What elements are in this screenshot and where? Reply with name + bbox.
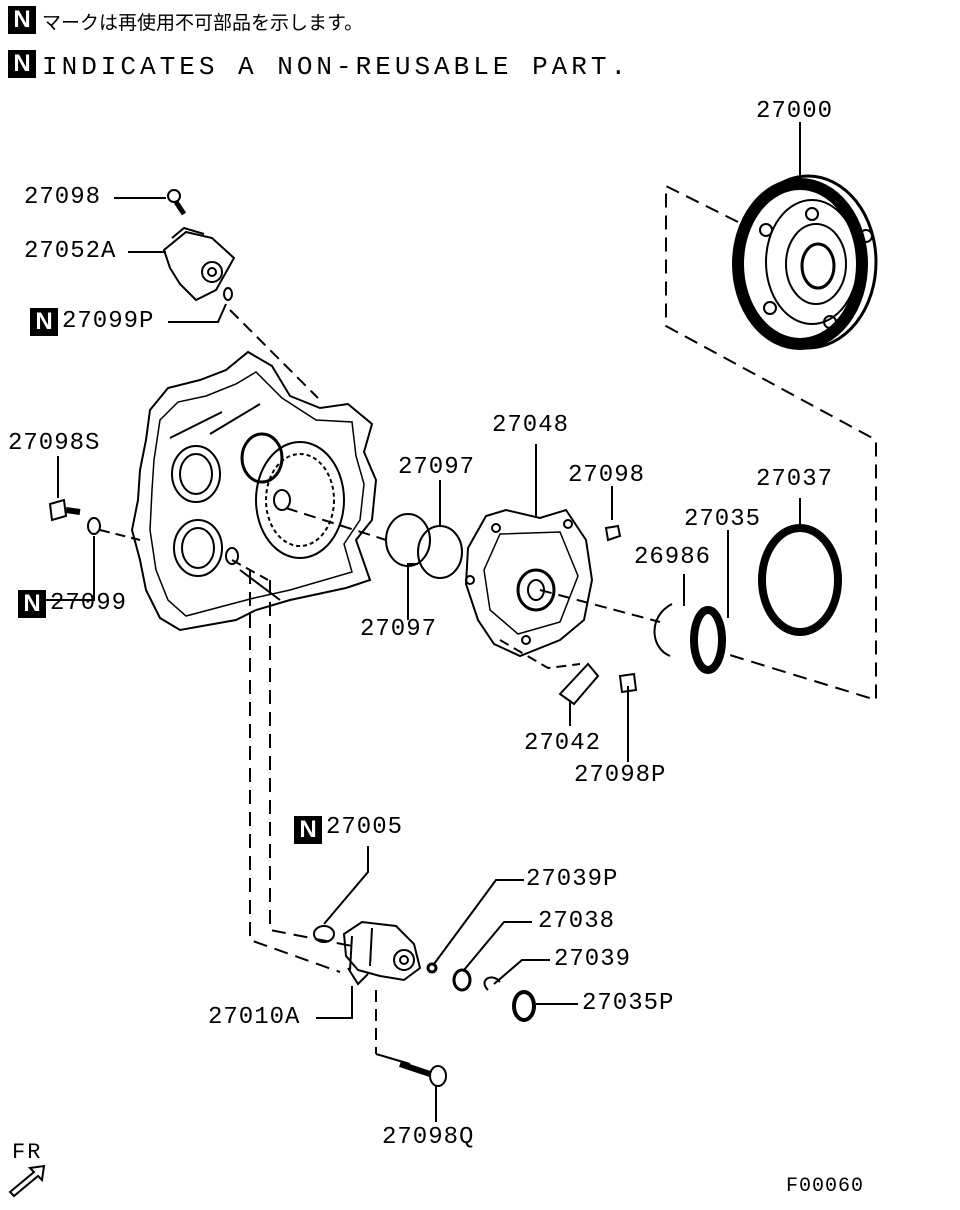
label-27097-upper: 27097 (398, 454, 476, 481)
label-27098-mid: 27098 (568, 462, 646, 489)
non-reusable-badge: N (294, 816, 322, 844)
label-27035P: 27035P (582, 990, 675, 1017)
label-27037: 27037 (756, 466, 834, 493)
legend-japanese: マークは再使用不可部品を示します。 (42, 12, 364, 34)
non-reusable-badge: N (8, 50, 36, 78)
valve-body-top-drawing (162, 189, 236, 302)
label-27099P: 27099P (62, 308, 155, 335)
label-27099: 27099 (50, 590, 128, 617)
label-27098Q: 27098Q (382, 1124, 475, 1151)
label-26986: 26986 (634, 544, 712, 571)
label-27098-top: 27098 (24, 184, 102, 211)
transaxle-case-drawing (130, 350, 378, 632)
label-27010A: 27010A (208, 1004, 301, 1031)
label-27038: 27038 (538, 908, 616, 935)
oil-pump-drawing (464, 508, 661, 658)
figure-code: F00060 (786, 1175, 865, 1198)
front-direction-label: FR (12, 1140, 43, 1165)
label-27039P: 27039P (526, 866, 619, 893)
label-27098P: 27098P (574, 762, 667, 789)
label-27000: 27000 (756, 98, 834, 125)
torque-converter-drawing (732, 122, 878, 350)
label-27042: 27042 (524, 730, 602, 757)
non-reusable-badge: N (8, 6, 36, 34)
valve-27010A-drawing (342, 920, 422, 986)
label-27052A: 27052A (24, 238, 117, 265)
label-27097-lower: 27097 (360, 616, 438, 643)
label-27098S: 27098S (8, 430, 101, 457)
non-reusable-badge: N (18, 590, 46, 618)
non-reusable-badge: N (30, 308, 58, 336)
left-bolt-drawing (48, 498, 101, 535)
label-27048: 27048 (492, 412, 570, 439)
label-27005: 27005 (326, 814, 404, 841)
label-27035: 27035 (684, 506, 762, 533)
legend-english: INDICATES A NON-REUSABLE PART. (42, 52, 631, 82)
label-27039: 27039 (554, 946, 632, 973)
